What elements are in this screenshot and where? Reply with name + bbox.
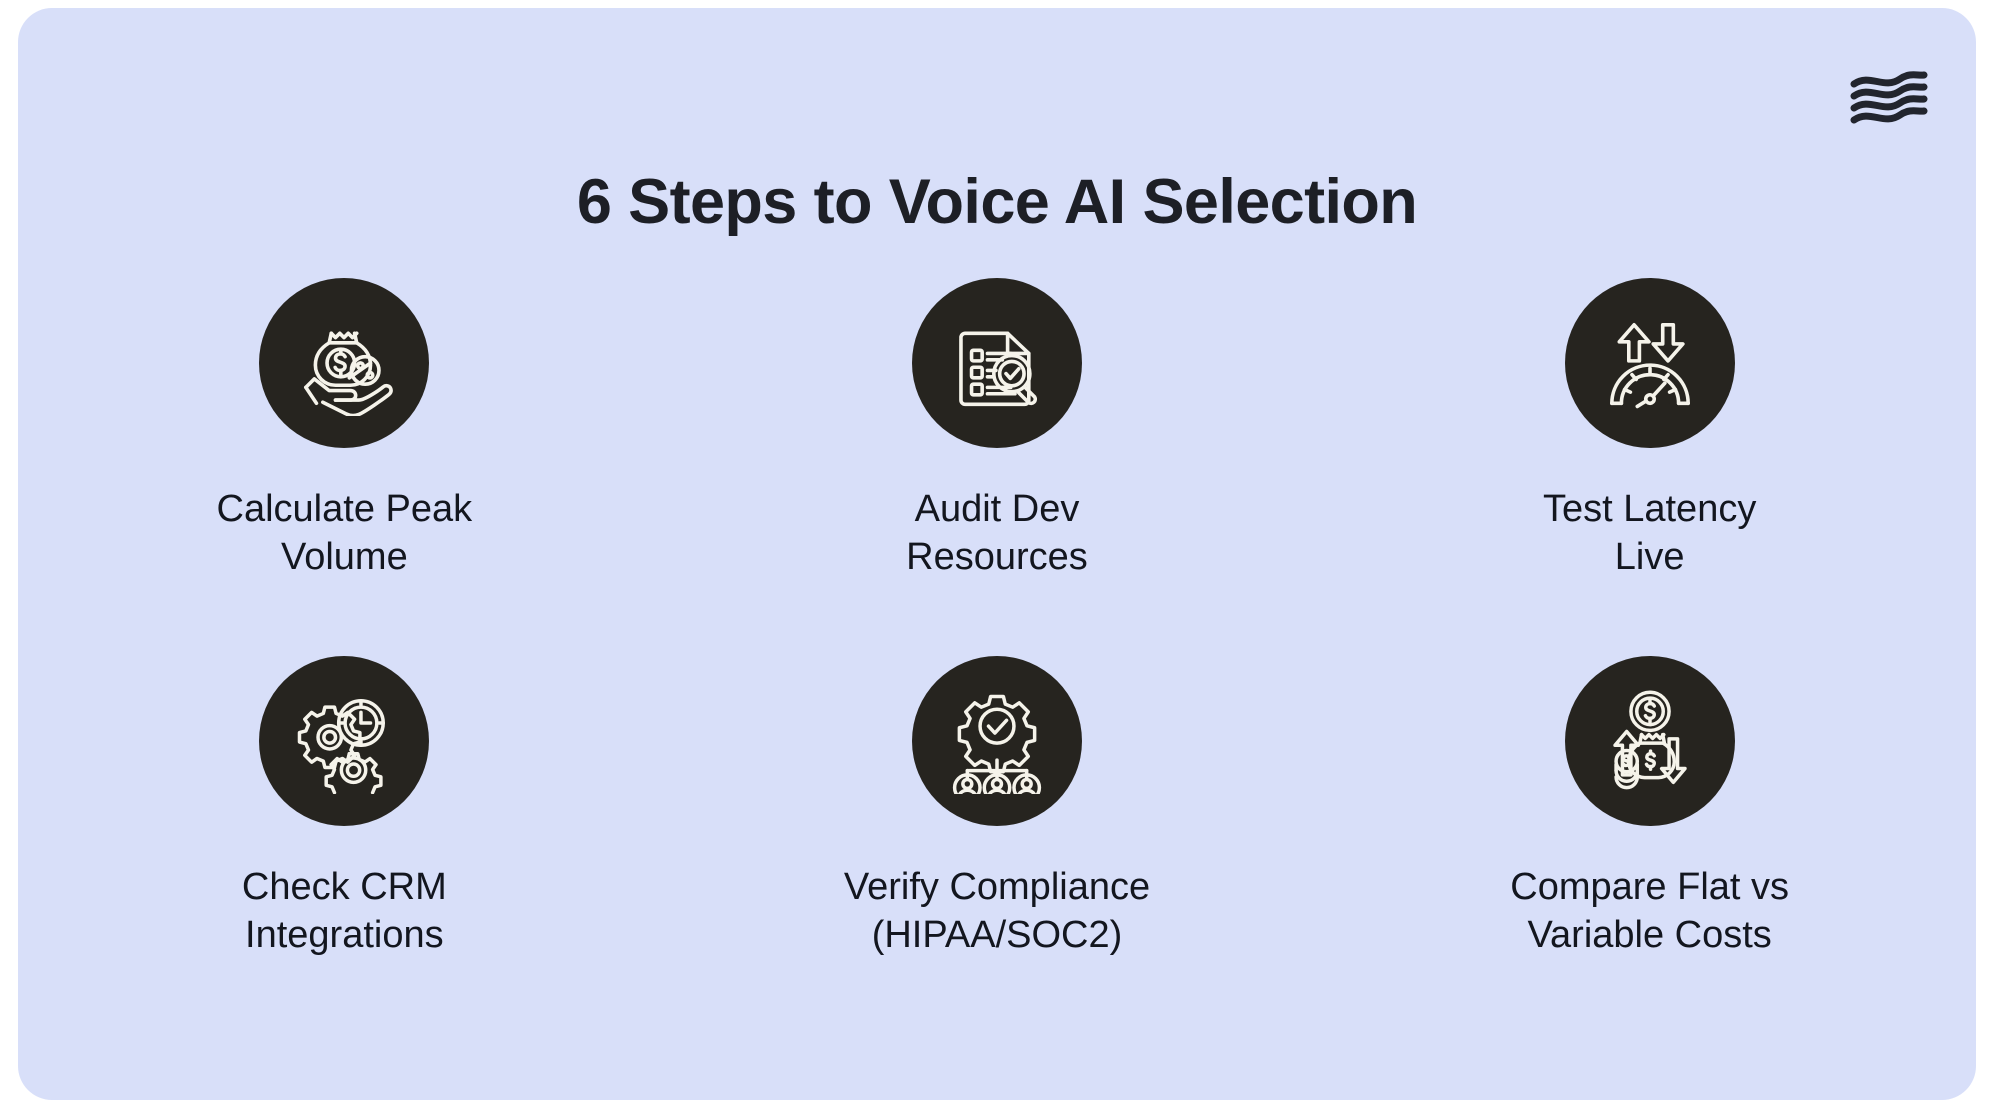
hand-holding-money-bag-percent-icon: [259, 278, 430, 448]
up-down-arrows-speedometer-icon: [1564, 278, 1735, 448]
step-label: Calculate Peak Volume: [216, 488, 473, 578]
steps-grid: Calculate Peak Volume: [18, 278, 1976, 1034]
step-label: Verify Compliance (HIPAA/SOC2): [843, 866, 1151, 956]
step-item-4: Check CRM Integrations: [134, 656, 554, 1034]
page-title: 6 Steps to Voice AI Selection: [576, 167, 1418, 238]
step-label: Compare Flat vs Variable Costs: [1510, 866, 1790, 956]
wavy-lines-logo: [1850, 70, 1928, 126]
coin-money-bag-up-down-arrows-icon: [1564, 656, 1735, 826]
step-label: Check CRM Integrations: [241, 866, 447, 956]
step-item-3: Test Latency Live: [1440, 278, 1860, 656]
step-item-1: Calculate Peak Volume: [134, 278, 554, 656]
step-item-2: Audit Dev Resources: [787, 278, 1207, 656]
gear-check-users-hierarchy-icon: [911, 656, 1082, 826]
step-label: Test Latency Live: [1542, 488, 1757, 578]
step-item-5: Verify Compliance (HIPAA/SOC2): [787, 656, 1207, 1034]
document-checklist-magnifier-check-icon: [911, 278, 1082, 448]
step-label: Audit Dev Resources: [906, 488, 1088, 578]
infographic-card: 6 Steps to Voice AI Selection: [18, 8, 1976, 1100]
gears-clock-icon: [259, 656, 430, 826]
step-item-6: Compare Flat vs Variable Costs: [1440, 656, 1860, 1034]
